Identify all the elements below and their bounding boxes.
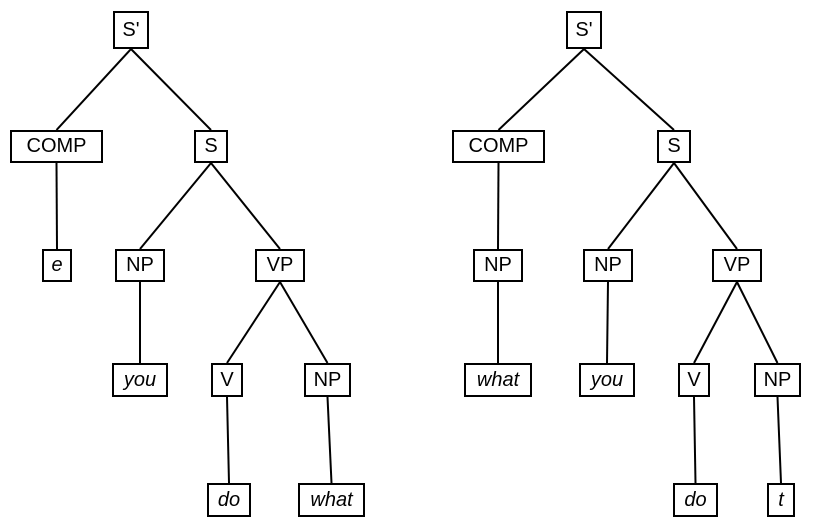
tree-edge-r-vp-to-r-v [693,281,738,364]
tree-node-label: S' [122,18,140,41]
tree-node-label: you [123,368,157,391]
tree-node-s-l-sbar: S' [113,11,149,49]
tree-node-comp-r-comp: COMP [452,130,545,163]
tree-node-s-l-s: S [194,130,228,163]
tree-node-label: VP [266,254,294,276]
tree-node-np-r-np0: NP [473,249,523,282]
tree-edge-l-s-to-l-vp [210,162,281,250]
tree-node-label: do [217,488,241,511]
tree-node-label: t [778,488,784,511]
tree-edge-r-np1-to-r-you [606,281,609,364]
tree-node-label: NP [763,368,792,391]
tree-node-np-r-np1: NP [583,249,633,282]
tree-edge-l-comp-to-l-e [55,162,58,250]
tree-node-label: NP [484,254,512,276]
tree-node-vp-l-vp: VP [255,249,305,282]
tree-edge-r-sbar-to-r-s [583,48,675,131]
tree-node-label: NP [313,368,342,391]
tree-node-t-r-t: t [767,483,795,517]
tree-node-do-l-do: do [207,483,251,517]
tree-node-v-r-v: V [678,363,710,397]
tree-node-label: V [687,368,701,391]
tree-node-v-l-v: V [211,363,243,397]
tree-node-label: what [310,488,353,511]
tree-edge-l-vp-to-l-np2 [279,281,329,364]
tree-node-label: S [204,135,218,157]
tree-node-s-r-sbar: S' [566,11,602,49]
tree-edge-l-s-to-l-np1 [139,162,212,250]
tree-edge-l-np2-to-l-what [326,396,333,484]
tree-node-label: VP [723,254,751,276]
tree-node-label: S' [575,18,593,41]
tree-edge-r-np2-to-r-t [776,396,782,484]
tree-node-comp-l-comp: COMP [10,130,103,163]
tree-node-you-r-you: you [579,363,635,397]
tree-node-e-l-e: e [42,249,72,282]
tree-node-np-l-np1: NP [115,249,165,282]
tree-edge-r-s-to-r-vp [673,162,738,250]
tree-edge-r-v-to-r-do [693,396,697,484]
tree-node-what-l-what: what [298,483,365,517]
tree-node-label: what [476,368,520,391]
tree-node-s-r-s: S [657,130,691,163]
tree-edge-l-sbar-to-l-comp [55,48,132,131]
tree-node-do-r-do: do [673,483,718,517]
tree-node-label: NP [126,254,154,276]
tree-edge-r-sbar-to-r-comp [497,48,585,131]
tree-node-label: do [684,488,707,511]
tree-edge-r-vp-to-r-np2 [736,281,779,364]
tree-node-label: you [590,368,624,391]
tree-node-label: e [51,254,63,276]
tree-node-np-r-np2: NP [754,363,801,397]
tree-node-label: V [220,368,234,391]
tree-node-vp-r-vp: VP [712,249,762,282]
tree-node-what-r-what: what [464,363,532,397]
tree-node-label: COMP [26,135,87,157]
tree-node-label: S [667,135,681,157]
tree-node-label: NP [594,254,622,276]
tree-edge-r-comp-to-r-np0 [497,162,500,250]
tree-node-you-l-you: you [112,363,168,397]
tree-edge-r-s-to-r-np1 [607,162,675,250]
tree-edge-l-vp-to-l-v [226,281,281,364]
tree-edge-l-sbar-to-l-s [130,48,212,131]
tree-node-label: COMP [468,135,529,157]
tree-edge-l-v-to-l-do [226,396,230,484]
tree-node-np-l-np2: NP [304,363,351,397]
